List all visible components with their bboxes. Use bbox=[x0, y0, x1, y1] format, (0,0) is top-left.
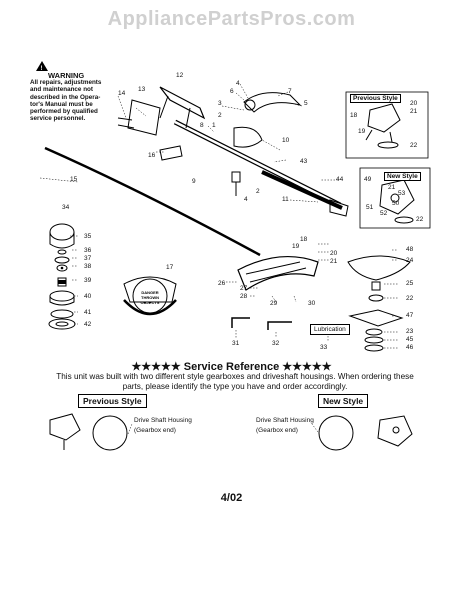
watermark: AppliancePartsPros.com bbox=[107, 8, 356, 30]
warning-triangle bbox=[36, 61, 48, 71]
loop-10 bbox=[233, 126, 263, 148]
svg-text:OBJECTS: OBJECTS bbox=[141, 300, 160, 305]
previous-style-label: Previous Style bbox=[78, 394, 147, 408]
part-label: 53 bbox=[398, 190, 406, 197]
part-label: 36 bbox=[84, 247, 92, 254]
housing-caption-right: Drive Shaft Housing (Gearbox end) bbox=[256, 416, 314, 436]
bracket-13 bbox=[127, 99, 161, 136]
part-label: 26 bbox=[218, 280, 226, 287]
part-label: 48 bbox=[406, 246, 414, 253]
part-label: 2 bbox=[218, 112, 222, 119]
part-label: 27 bbox=[240, 285, 248, 292]
part-label: 44 bbox=[336, 176, 344, 183]
part-label: 22 bbox=[410, 142, 418, 149]
previous-style-inset-label: Previous Style bbox=[350, 94, 401, 103]
part-label: 43 bbox=[300, 158, 308, 165]
housing-caption-left: Drive Shaft Housing (Gearbox end) bbox=[134, 416, 192, 436]
part-label: 23 bbox=[406, 328, 414, 335]
part-label: 3 bbox=[218, 100, 222, 107]
part-label: 52 bbox=[380, 210, 388, 217]
new-style-label: New Style bbox=[318, 394, 369, 408]
part-label: 30 bbox=[308, 300, 316, 307]
part-label: 18 bbox=[350, 112, 358, 119]
part-label: 25 bbox=[406, 280, 414, 287]
part-label: 37 bbox=[84, 255, 92, 262]
part-label: 29 bbox=[270, 300, 278, 307]
part-label: 34 bbox=[62, 204, 70, 211]
warning-block: WARNING All repairs, adjustments and mai… bbox=[30, 71, 120, 123]
part-label: 17 bbox=[166, 264, 174, 271]
part-label: 41 bbox=[84, 309, 92, 316]
part-label: 21 bbox=[388, 184, 396, 191]
part-label: 40 bbox=[84, 293, 92, 300]
part-label: 39 bbox=[84, 277, 92, 284]
part-label: 6 bbox=[230, 88, 234, 95]
service-reference-text: This unit was built with two different s… bbox=[56, 372, 414, 391]
warning-line: and maintenance not bbox=[30, 86, 93, 94]
part-label: 38 bbox=[84, 263, 92, 270]
part-label: 45 bbox=[406, 336, 414, 343]
part-label: 2 bbox=[256, 188, 260, 195]
housing-caption-line: (Gearbox end) bbox=[256, 427, 298, 434]
part-label: 22 bbox=[406, 295, 414, 302]
part-label: 49 bbox=[364, 176, 372, 183]
warning-title: WARNING bbox=[48, 71, 85, 80]
part-label: 22 bbox=[416, 216, 424, 223]
part-label: 16 bbox=[148, 152, 156, 159]
part-label: 13 bbox=[138, 86, 146, 93]
drive-cable bbox=[44, 146, 261, 257]
part-label: 20 bbox=[330, 250, 338, 257]
part-label: 28 bbox=[240, 293, 248, 300]
warning-line: All repairs, adjustments bbox=[30, 79, 102, 87]
handle-12 bbox=[159, 86, 206, 120]
part-label: 20 bbox=[410, 100, 418, 107]
housing-caption-line: (Gearbox end) bbox=[134, 427, 176, 434]
part-label: 24 bbox=[406, 257, 414, 264]
part-label: 50 bbox=[392, 200, 400, 207]
part-label: 47 bbox=[406, 312, 414, 319]
lubrication-label: Lubrication bbox=[310, 324, 350, 335]
part-label: 10 bbox=[282, 137, 290, 144]
part-label: 19 bbox=[292, 243, 300, 250]
part-label: 5 bbox=[304, 100, 308, 107]
part-label: 14 bbox=[118, 90, 126, 97]
part-label: 19 bbox=[358, 128, 366, 135]
part-label: 7 bbox=[288, 88, 292, 95]
part-label: 9 bbox=[192, 178, 196, 185]
page-footer-date: 4/02 bbox=[220, 492, 243, 504]
warning-line: service personnel. bbox=[30, 115, 86, 123]
part-label: 35 bbox=[84, 233, 92, 240]
part-label: 21 bbox=[330, 258, 338, 265]
warning-line: performed by qualified bbox=[30, 108, 98, 116]
part-label: 4 bbox=[236, 80, 240, 87]
part-label: 12 bbox=[176, 72, 184, 79]
warning-line: described in the Opera- bbox=[30, 93, 101, 101]
shield-26 bbox=[237, 255, 319, 291]
part-label: 42 bbox=[84, 321, 92, 328]
svg-text:!: ! bbox=[41, 66, 43, 72]
tube-43-44 bbox=[261, 170, 343, 210]
service-reference-title: ★★★★★ Service Reference ★★★★★ bbox=[131, 361, 332, 373]
part-label: 8 bbox=[200, 122, 204, 129]
part-label: 11 bbox=[282, 196, 289, 203]
part-label: 32 bbox=[272, 340, 280, 347]
part-label: 31 bbox=[232, 340, 240, 347]
part-label: 18 bbox=[300, 236, 308, 243]
new-style-inset-label: New Style bbox=[384, 172, 421, 181]
part-label: 1 bbox=[212, 122, 216, 129]
warning-line: tor's Manual must be bbox=[30, 100, 93, 108]
svg-text:THROWN: THROWN bbox=[141, 295, 159, 300]
housing-caption-line: Drive Shaft Housing bbox=[256, 417, 314, 424]
part-label: 33 bbox=[320, 344, 328, 351]
part-label: 51 bbox=[366, 204, 374, 211]
decal-text: DANGER bbox=[141, 290, 158, 295]
housing-caption-line: Drive Shaft Housing bbox=[134, 417, 192, 424]
part-label: 4 bbox=[244, 196, 248, 203]
part-label: 46 bbox=[406, 344, 414, 351]
part-label: 21 bbox=[410, 108, 418, 115]
part-label: 15 bbox=[70, 176, 78, 183]
